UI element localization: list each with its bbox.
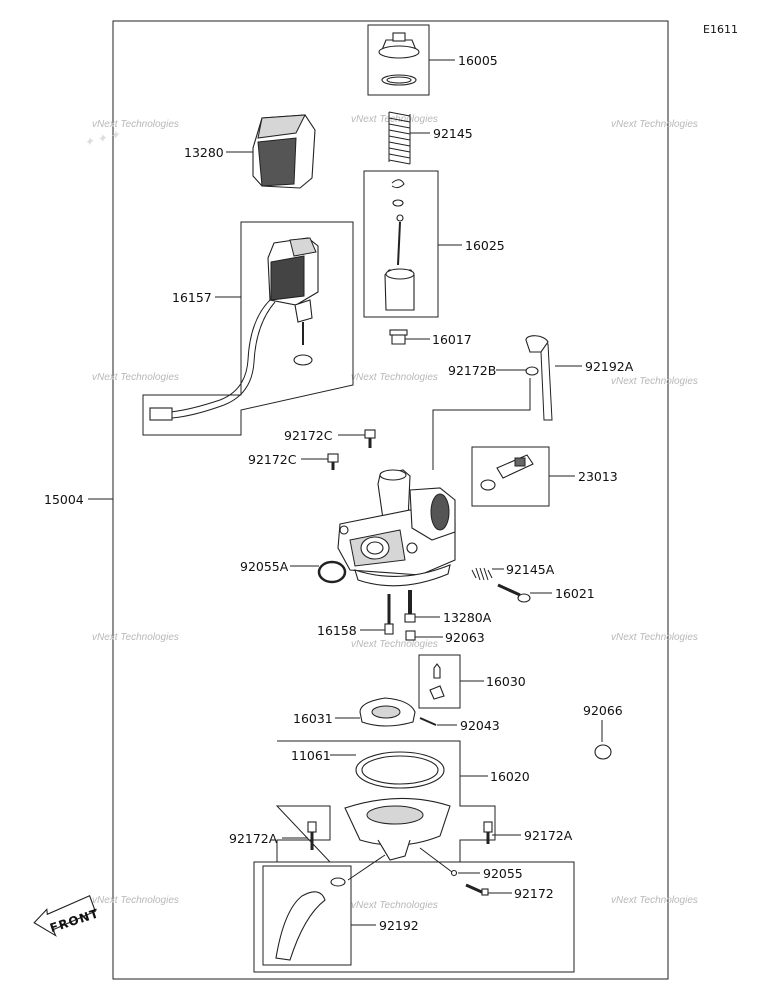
watermark-text: vNext Technologies bbox=[351, 639, 438, 650]
label-92172A-left: 92172A bbox=[229, 831, 278, 846]
label-92192: 92192 bbox=[379, 918, 419, 933]
watermark-text: vNext Technologies bbox=[611, 632, 698, 643]
label-23013: 23013 bbox=[578, 469, 618, 484]
pin-92043: 92043 bbox=[419, 717, 500, 733]
svg-text:✦ ✦ ✦: ✦ ✦ ✦ bbox=[82, 127, 122, 150]
label-11061: 11061 bbox=[291, 748, 331, 763]
plug-92066: 92066 bbox=[583, 703, 623, 760]
spring-92145: 92145 bbox=[388, 111, 473, 165]
label-16021: 16021 bbox=[555, 586, 595, 601]
hose-92192A: 92172B 92192A bbox=[432, 335, 634, 470]
label-16031: 16031 bbox=[293, 711, 333, 726]
label-16017: 16017 bbox=[432, 332, 472, 347]
diagram-code: E1611 bbox=[703, 23, 738, 36]
kit-23013: 23013 bbox=[471, 446, 618, 507]
label-92055A: 92055A bbox=[240, 559, 289, 574]
float-chamber-16020: 16020 11061 bbox=[275, 740, 530, 863]
watermark-text: vNext Technologies bbox=[611, 895, 698, 906]
label-92192A: 92192A bbox=[585, 359, 634, 374]
screws-92172C: 92172C 92172C bbox=[248, 428, 376, 470]
label-92145: 92145 bbox=[433, 126, 473, 141]
screw-16021: 16021 bbox=[497, 583, 595, 603]
label-92055: 92055 bbox=[483, 866, 523, 881]
spring-92145A: 92145A bbox=[471, 562, 555, 581]
watermark-text: vNext Technologies bbox=[92, 632, 179, 643]
carburetor-body bbox=[337, 469, 456, 587]
watermark-text: vNext Technologies bbox=[611, 376, 698, 387]
front-arrow-icon: FRONT bbox=[33, 895, 101, 937]
needle-kit-16025: 16025 bbox=[363, 170, 505, 318]
label-92066: 92066 bbox=[583, 703, 623, 718]
label-92043: 92043 bbox=[460, 718, 500, 733]
label-16025: 16025 bbox=[465, 238, 505, 253]
watermark-text: vNext Technologies bbox=[611, 119, 698, 130]
label-13280: 13280 bbox=[184, 145, 224, 160]
jet-13280A: 13280A bbox=[404, 590, 492, 625]
watermark-text: vNext Technologies bbox=[92, 119, 179, 130]
screw-92172: 92172 bbox=[465, 883, 554, 901]
label-92172B: 92172B bbox=[448, 363, 496, 378]
screws-92172A: 92172A 92172A bbox=[229, 821, 573, 850]
carb-assy-15004: 15004 bbox=[44, 492, 113, 507]
jet-92063: 92063 bbox=[405, 630, 485, 645]
oring-92055A: 92055A bbox=[240, 559, 347, 584]
label-92063: 92063 bbox=[445, 630, 485, 645]
cover-13280: 13280 bbox=[184, 114, 316, 189]
watermark-text: vNext Technologies bbox=[351, 372, 438, 383]
choke-16157: 16157 bbox=[142, 221, 354, 436]
jets-16158: 16158 bbox=[317, 594, 394, 638]
label-92172C-upper: 92172C bbox=[284, 428, 333, 443]
label-15004: 15004 bbox=[44, 492, 84, 507]
label-92172C-lower: 92172C bbox=[248, 452, 297, 467]
label-16005: 16005 bbox=[458, 53, 498, 68]
label-16020: 16020 bbox=[490, 769, 530, 784]
label-92172A-right: 92172A bbox=[524, 828, 573, 843]
watermark-text: vNext Technologies bbox=[92, 372, 179, 383]
label-92172: 92172 bbox=[514, 886, 554, 901]
jet-16017: 16017 bbox=[389, 329, 472, 347]
float-valve-16030: 16030 bbox=[418, 654, 526, 709]
cap-16005: 16005 bbox=[367, 24, 498, 96]
label-16157: 16157 bbox=[172, 290, 212, 305]
hose-92192: 92192 bbox=[253, 854, 575, 973]
watermark-text: vNext Technologies bbox=[351, 900, 438, 911]
oring-92055: 92055 bbox=[419, 847, 523, 881]
float-16031: 16031 bbox=[293, 697, 416, 727]
label-16158: 16158 bbox=[317, 623, 357, 638]
label-13280A: 13280A bbox=[443, 610, 492, 625]
watermark-text: vNext Technologies bbox=[92, 895, 179, 906]
main-frame bbox=[112, 20, 669, 980]
label-16030: 16030 bbox=[486, 674, 526, 689]
label-92145A: 92145A bbox=[506, 562, 555, 577]
watermarks: ✦ ✦ ✦ vNext Technologies vNext Technolog… bbox=[82, 114, 698, 911]
